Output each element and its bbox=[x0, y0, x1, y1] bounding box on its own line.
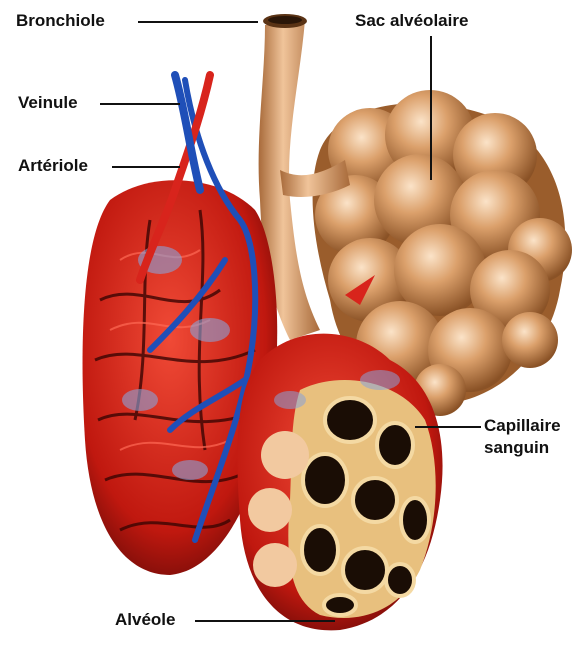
label-alveole: Alvéole bbox=[115, 610, 175, 630]
leader-capillaire bbox=[415, 426, 481, 428]
leader-sac-alveolaire bbox=[430, 36, 432, 180]
label-capillaire-line2: sanguin bbox=[484, 438, 549, 458]
label-arteriole: Artériole bbox=[18, 156, 88, 176]
leader-alveole bbox=[195, 620, 335, 622]
leader-arteriole bbox=[112, 166, 180, 168]
label-bronchiole: Bronchiole bbox=[16, 11, 105, 31]
label-sac-alveolaire: Sac alvéolaire bbox=[355, 11, 468, 31]
label-capillaire-line1: Capillaire bbox=[484, 416, 561, 436]
alveoli-cutaway bbox=[237, 334, 442, 631]
label-veinule: Veinule bbox=[18, 93, 78, 113]
leader-bronchiole bbox=[138, 21, 258, 23]
leader-veinule bbox=[100, 103, 180, 105]
